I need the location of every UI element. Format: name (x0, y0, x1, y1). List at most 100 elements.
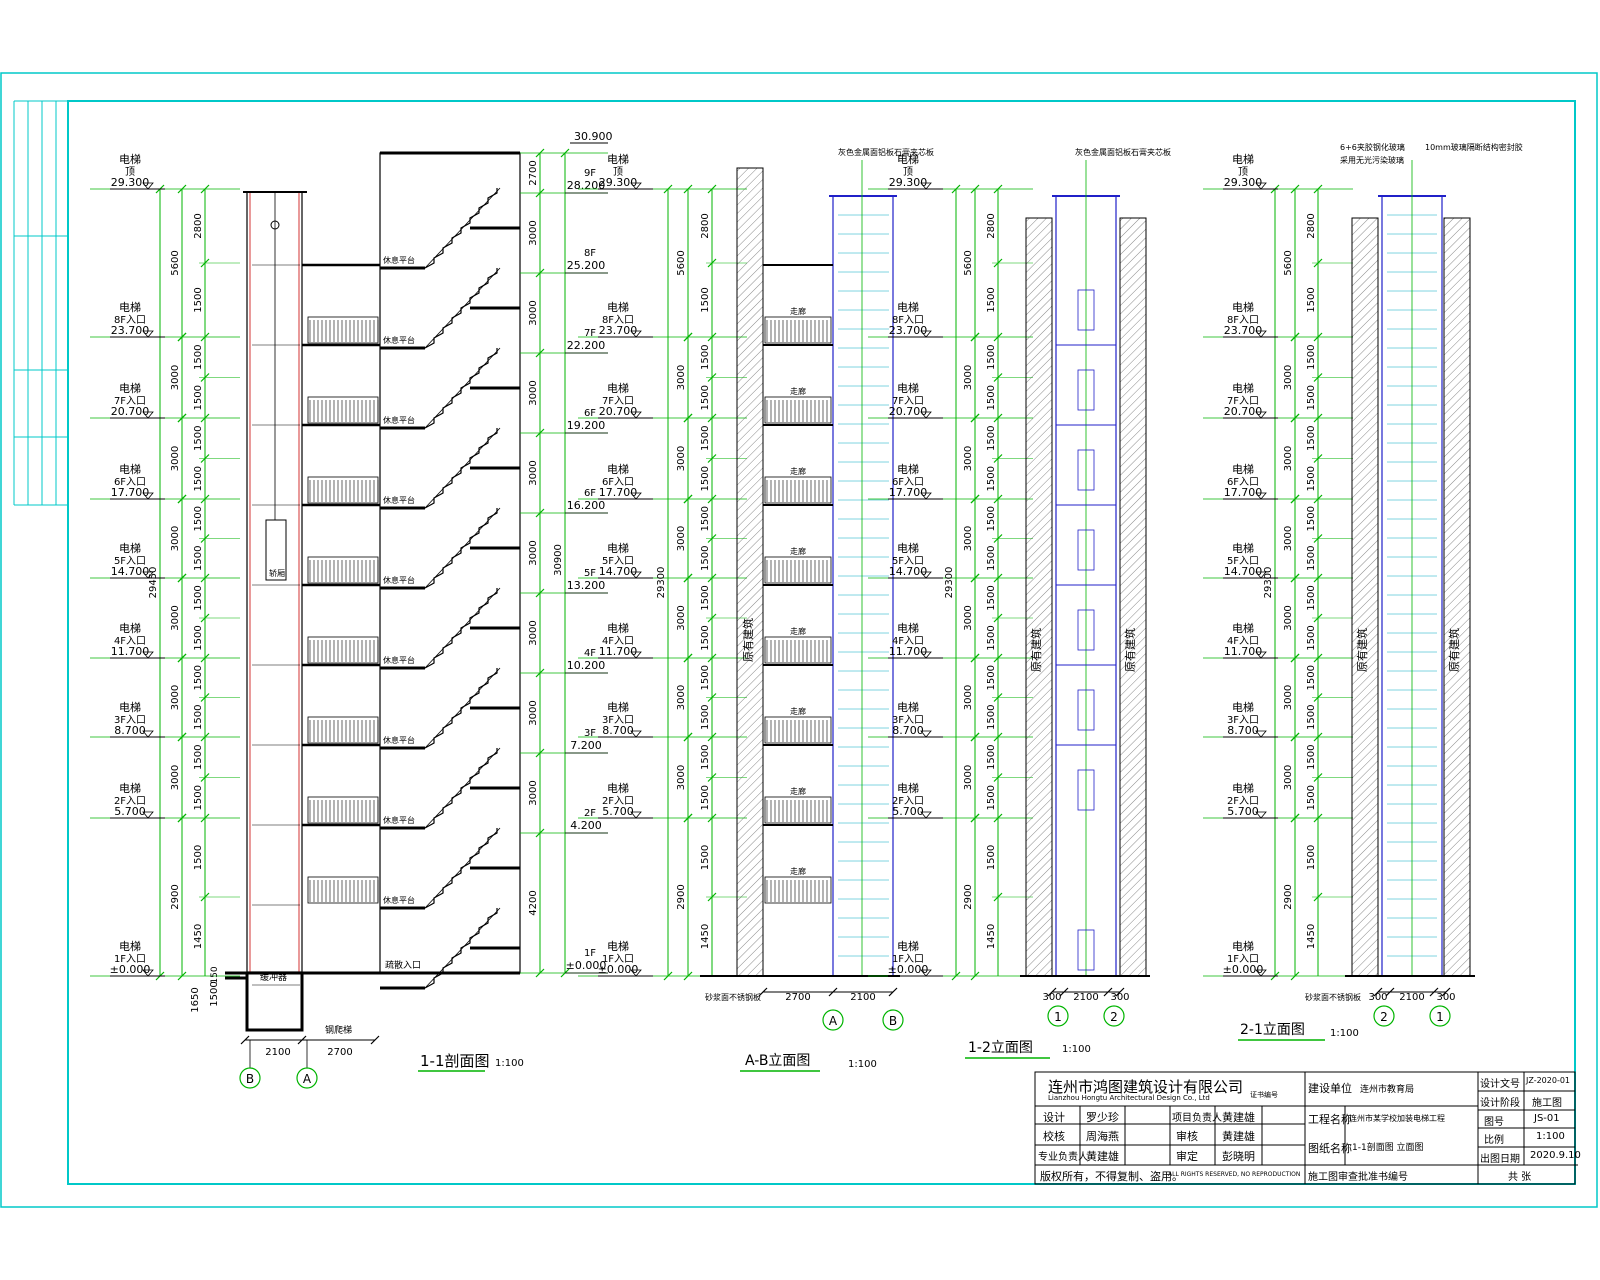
level-sub: 1F入口 (892, 954, 924, 965)
level-sub: 3F入口 (114, 715, 146, 726)
entry-label: 疏散入口 (385, 959, 421, 971)
dim-tick (707, 573, 717, 583)
role-approve: 审定 (1176, 1150, 1198, 1163)
level-elevation: 11.700 (1224, 645, 1263, 658)
level-elevation: 8.700 (114, 724, 146, 737)
big-dim-text: 5600 (676, 250, 687, 275)
level-name: 电梯 (897, 382, 919, 395)
level-name: 电梯 (1232, 301, 1254, 314)
railing (764, 716, 832, 744)
small-dim-text: 1500 (1306, 385, 1317, 410)
drawing-name: 1-1剖面图 立面图 (1352, 1143, 1424, 1153)
level-triangle (142, 811, 154, 819)
corridor-label: 走廊 (790, 306, 806, 316)
level-name: 电梯 (607, 622, 629, 635)
name-lead: 黄建雄 (1086, 1150, 1119, 1163)
small-dim-text: 1500 (1306, 345, 1317, 370)
dim-tick (993, 494, 1003, 504)
level-triangle (920, 330, 932, 338)
level-triangle (142, 492, 154, 500)
dim-tick (970, 494, 980, 504)
small-dim-text: 1500 (193, 287, 204, 312)
small-dim-text: 1500 (700, 287, 711, 312)
level-triangle (1255, 651, 1267, 659)
existing-wall-right (1119, 217, 1147, 977)
big-dim-text: 5600 (963, 250, 974, 275)
small-dim-text: 1500 (193, 785, 204, 810)
big-dim-text: 3000 (676, 365, 687, 390)
dim-tick (1047, 987, 1057, 997)
dim-tick (683, 332, 693, 342)
level-sub: 8F入口 (114, 315, 146, 326)
right-dim-text: 3000 (528, 540, 539, 565)
big-dim-text: 2900 (170, 884, 181, 909)
big-dim-text: 3000 (676, 446, 687, 471)
stair-rail (424, 827, 501, 909)
level-triangle (142, 571, 154, 579)
level-elevation: ±0.000 (888, 963, 929, 976)
small-dim-text: 1500 (193, 546, 204, 571)
small-dim-text: 1500 (700, 745, 711, 770)
project: 连州市某学校加装电梯工程 (1349, 1114, 1445, 1123)
top-elevation: 30.900 (574, 130, 613, 143)
level-sub: 4F入口 (892, 636, 924, 647)
door-opening (1077, 449, 1095, 491)
drawing-title: 1-1剖面图 (420, 1052, 490, 1070)
existing-label: 原有建筑 (741, 618, 755, 662)
dim-tick (177, 494, 187, 504)
small-dim-text: 1500 (700, 385, 711, 410)
dim-tick (1290, 494, 1300, 504)
dim-tick (663, 184, 673, 194)
level-sub: 1F入口 (1227, 954, 1259, 965)
small-dim-text: 1500 (193, 845, 204, 870)
level-elevation: 5.700 (114, 805, 146, 818)
drawing-scale: 1:100 (1330, 1028, 1359, 1039)
approval: 施工图审查批准书编号 (1308, 1172, 1408, 1183)
dim-tick (1373, 987, 1383, 997)
total-dim-text: 29300 (944, 567, 955, 599)
level-elevation: 5.700 (602, 805, 634, 818)
level-sub: 7F入口 (114, 396, 146, 407)
railing (307, 476, 379, 504)
level-name: 电梯 (897, 940, 919, 953)
name-approve: 彭晓明 (1222, 1150, 1255, 1163)
role-design: 设计 (1043, 1111, 1065, 1124)
axis-bubble (1103, 1005, 1125, 1027)
level-name: 电梯 (1232, 542, 1254, 555)
level-triangle (1255, 492, 1267, 500)
door-opening (1077, 609, 1095, 651)
level-triangle (142, 411, 154, 419)
dim-tick (707, 332, 717, 342)
railing (764, 876, 832, 904)
drawing-scale: 1:100 (1062, 1044, 1091, 1055)
level-elevation: 17.700 (111, 486, 150, 499)
platform-label: 休息平台 (383, 575, 415, 585)
copyright-en: ALL RIGHTS RESERVED, NO REPRODUCTION (1168, 1171, 1301, 1178)
big-dim-text: 3000 (676, 685, 687, 710)
level-elevation: 29.300 (889, 176, 928, 189)
level-triangle (142, 651, 154, 659)
dim-tick (970, 653, 980, 663)
railing (764, 556, 832, 584)
railing (307, 796, 379, 824)
bottom-dim: 300 (1042, 992, 1061, 1003)
level-elevation: 11.700 (889, 645, 928, 658)
dim-tick (1429, 987, 1439, 997)
floor-name: 9F (584, 168, 596, 179)
big-dim-text: 3000 (1283, 526, 1294, 551)
level-elevation: 8.700 (602, 724, 634, 737)
bottom-dim: 2100 (1073, 992, 1098, 1003)
dim-tick (683, 653, 693, 663)
level-elevation: 20.700 (599, 405, 638, 418)
big-dim-text: 3000 (676, 765, 687, 790)
dim-tick (683, 494, 693, 504)
level-sub: 2F入口 (892, 796, 924, 807)
name-pm: 黄建雄 (1222, 1111, 1255, 1124)
railing (307, 556, 379, 584)
platform-label: 休息平台 (383, 895, 415, 905)
floor-elevation: 19.200 (567, 419, 606, 432)
dim-tick (1313, 813, 1323, 823)
level-name: 电梯 (897, 542, 919, 555)
dim-tick (993, 332, 1003, 342)
dim-tick (370, 1035, 380, 1045)
